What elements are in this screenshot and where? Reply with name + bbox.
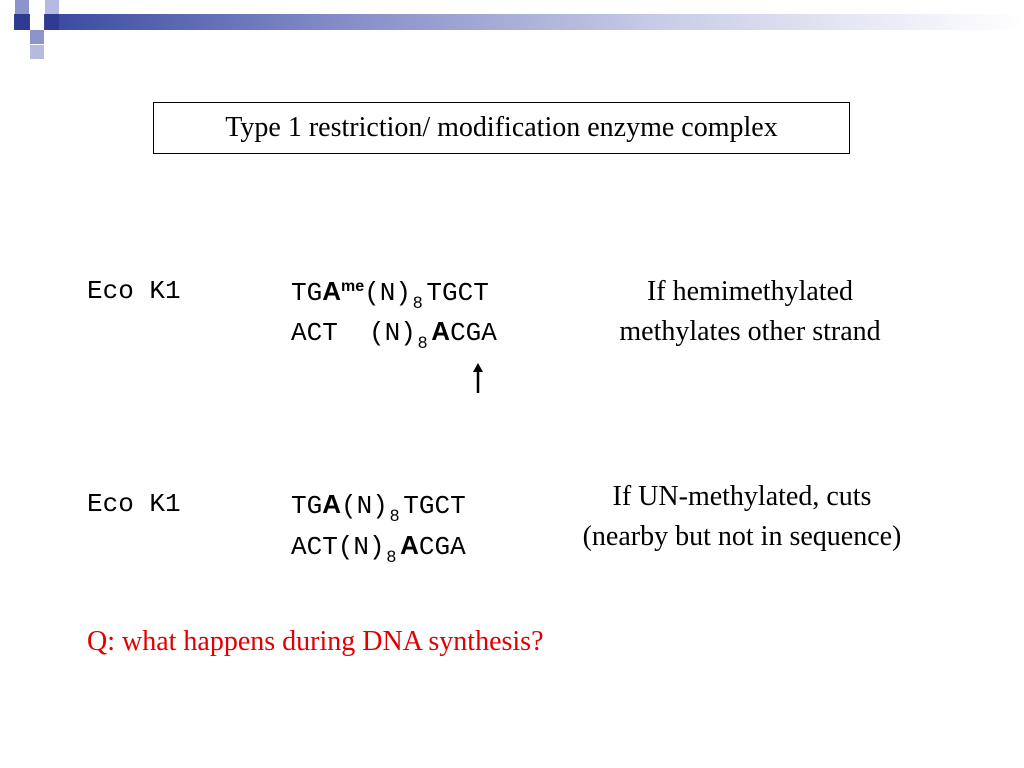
repeat-subscript: 8 bbox=[417, 333, 428, 352]
header-square bbox=[15, 0, 29, 14]
header-square bbox=[30, 30, 44, 44]
seq-text: TGCT bbox=[403, 491, 466, 521]
note-line: methylates other strand bbox=[619, 316, 881, 347]
header-band bbox=[0, 14, 1024, 30]
header-square bbox=[45, 0, 59, 14]
seq-text: (N) bbox=[364, 278, 411, 308]
note-unmethylated: If UN-methylated, cuts (nearby but not i… bbox=[542, 477, 942, 557]
repeat-subscript: 8 bbox=[389, 506, 400, 525]
seq-bold-base: A bbox=[431, 316, 451, 346]
note-line: If hemimethylated bbox=[646, 276, 854, 307]
seq-text: CGA bbox=[418, 532, 466, 562]
header-square bbox=[30, 14, 44, 30]
enzyme-label-2: Eco K1 bbox=[87, 489, 181, 519]
seq-text: ACT (N) bbox=[291, 318, 416, 348]
seq-text: (N) bbox=[341, 491, 388, 521]
note-line: (nearby but not in sequence) bbox=[582, 521, 902, 552]
header-square bbox=[45, 14, 59, 30]
repeat-subscript: 8 bbox=[386, 547, 397, 566]
header-square bbox=[0, 0, 14, 14]
note-hemimethylated: If hemimethylated methylates other stran… bbox=[580, 272, 920, 352]
seq-text: ACT(N) bbox=[291, 532, 385, 562]
header-square bbox=[0, 14, 14, 30]
repeat-subscript: 8 bbox=[412, 293, 423, 312]
header-square bbox=[15, 14, 29, 30]
slide-title: Type 1 restriction/ modification enzyme … bbox=[153, 102, 850, 154]
question-text: Q: what happens during DNA synthesis? bbox=[87, 626, 544, 657]
seq-bold-base: A bbox=[322, 276, 341, 306]
up-arrow-icon bbox=[473, 363, 483, 393]
header-square bbox=[30, 45, 44, 59]
seq-text: CGA bbox=[450, 318, 497, 348]
seq-text: TGCT bbox=[426, 278, 489, 308]
seq-bold-base: A bbox=[322, 489, 341, 519]
seq-text: TG bbox=[291, 491, 323, 521]
seq-bold-base: A bbox=[400, 530, 419, 560]
note-line: If UN-methylated, cuts bbox=[612, 481, 872, 512]
methyl-superscript: me bbox=[341, 278, 365, 295]
enzyme-label-1: Eco K1 bbox=[87, 276, 181, 306]
seq-text: TG bbox=[291, 278, 323, 308]
